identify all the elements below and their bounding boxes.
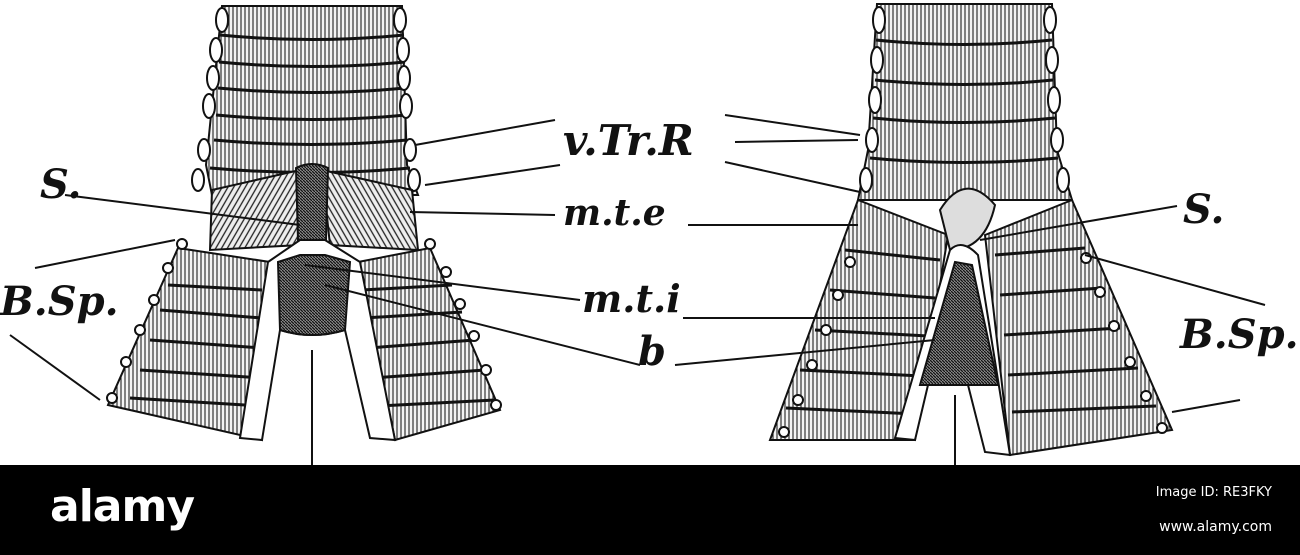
right-specimen bbox=[768, 3, 1174, 465]
label-s-right: S. bbox=[1183, 186, 1225, 233]
label-m-t-e: m.t.e bbox=[563, 192, 666, 234]
left-specimen bbox=[106, 5, 502, 465]
label-b-sp-left: B.Sp. bbox=[0, 278, 119, 325]
syrinx-illustration: v.Tr.R S. S. m.t.e B.Sp. B.Sp. m.t.i b bbox=[0, 3, 1299, 465]
watermark-footer: alamy Image ID: RE3FKY www.alamy.com bbox=[0, 465, 1300, 555]
alamy-logo: alamy bbox=[50, 481, 195, 532]
label-v-tr-r: v.Tr.R bbox=[563, 116, 694, 165]
leader-lines bbox=[9, 114, 1266, 413]
image-id: Image ID: RE3FKY bbox=[1155, 485, 1272, 500]
label-b: b bbox=[638, 328, 666, 375]
syrinx-drawing bbox=[9, 3, 1266, 465]
label-s-left: S. bbox=[40, 161, 82, 208]
label-m-t-i: m.t.i bbox=[582, 276, 681, 321]
site-url: www.alamy.com bbox=[1159, 519, 1272, 535]
label-b-sp-right: B.Sp. bbox=[1180, 311, 1299, 358]
